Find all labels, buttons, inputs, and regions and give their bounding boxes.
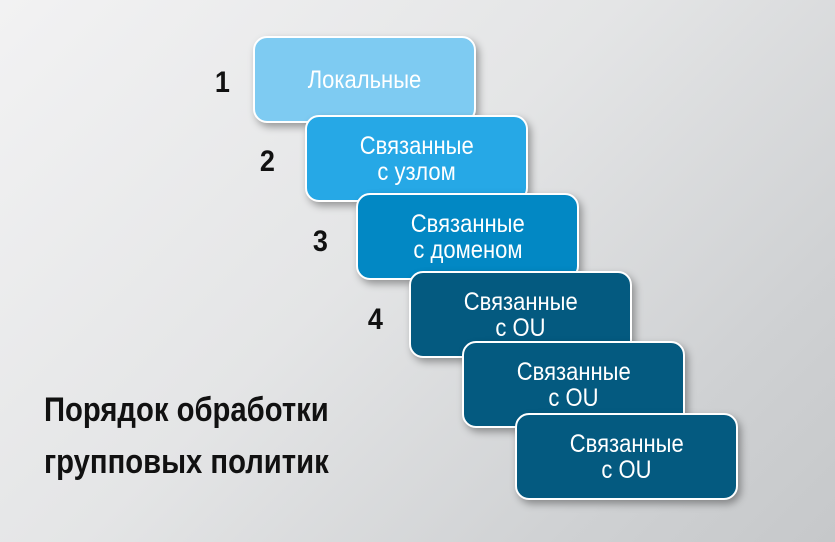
title-line-1: Порядок обработки <box>44 391 329 429</box>
step-label: Связанные <box>410 209 525 238</box>
step-label: Локальные <box>307 65 422 94</box>
step-label: Связанные <box>569 429 684 458</box>
step-label: Связанные <box>516 357 631 386</box>
step-box-local: Локальные <box>253 36 476 123</box>
step-number-3: 3 <box>312 225 328 258</box>
step-label-2: с узлом <box>377 157 456 186</box>
step-box-domain: Связанные с доменом <box>356 193 579 280</box>
step-box-site: Связанные с узлом <box>305 115 528 202</box>
step-label-2: с OU <box>601 455 652 484</box>
step-label: Связанные <box>359 131 474 160</box>
step-label-2: с OU <box>495 313 546 342</box>
diagram-title: Порядок обработки групповых политик <box>44 384 329 488</box>
step-label-2: с доменом <box>412 235 523 264</box>
step-number-1: 1 <box>214 66 230 99</box>
title-line-2: групповых политик <box>44 443 329 481</box>
step-label: Связанные <box>463 287 578 316</box>
step-number-4: 4 <box>367 303 383 336</box>
step-number-2: 2 <box>259 145 275 178</box>
step-box-ou-3: Связанные с OU <box>515 413 738 500</box>
step-label-2: с OU <box>548 383 599 412</box>
